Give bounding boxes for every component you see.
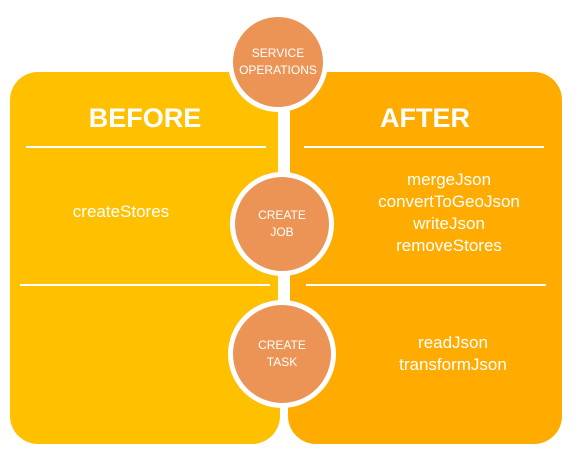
circle-label-line: CREATE xyxy=(258,338,306,352)
circle-label-line: SERVICE xyxy=(251,46,305,60)
after-panel xyxy=(288,72,562,444)
after-job-item: removeStores xyxy=(396,236,502,255)
service-operations-circle: SERVICE OPERATIONS xyxy=(228,12,328,112)
after-job-item: convertToGeoJson xyxy=(378,192,520,211)
circle-label-line: OPERATIONS xyxy=(239,63,317,77)
before-heading: BEFORE xyxy=(88,103,202,133)
after-task-item: readJson xyxy=(418,333,488,352)
circle-label-line: JOB xyxy=(270,225,294,239)
before-heading-divider xyxy=(26,146,266,148)
before-section-divider xyxy=(20,284,270,286)
before-job-item: createStores xyxy=(72,202,170,221)
after-heading: AFTER xyxy=(380,103,470,133)
after-task-items: readJson transformJson xyxy=(330,332,576,376)
after-job-item: writeJson xyxy=(413,214,485,233)
circle-label-line: TASK xyxy=(266,355,298,369)
create-task-circle: CREATE TASK xyxy=(228,300,336,408)
before-job-items: createStores xyxy=(10,201,232,223)
after-section-divider xyxy=(306,284,546,286)
after-job-items: mergeJson convertToGeoJson writeJson rem… xyxy=(330,169,568,257)
after-task-item: transformJson xyxy=(399,355,507,374)
after-job-item: mergeJson xyxy=(406,170,492,189)
create-job-circle: CREATE JOB xyxy=(230,172,334,276)
after-heading-divider xyxy=(304,146,544,148)
circle-label-line: CREATE xyxy=(258,208,306,222)
